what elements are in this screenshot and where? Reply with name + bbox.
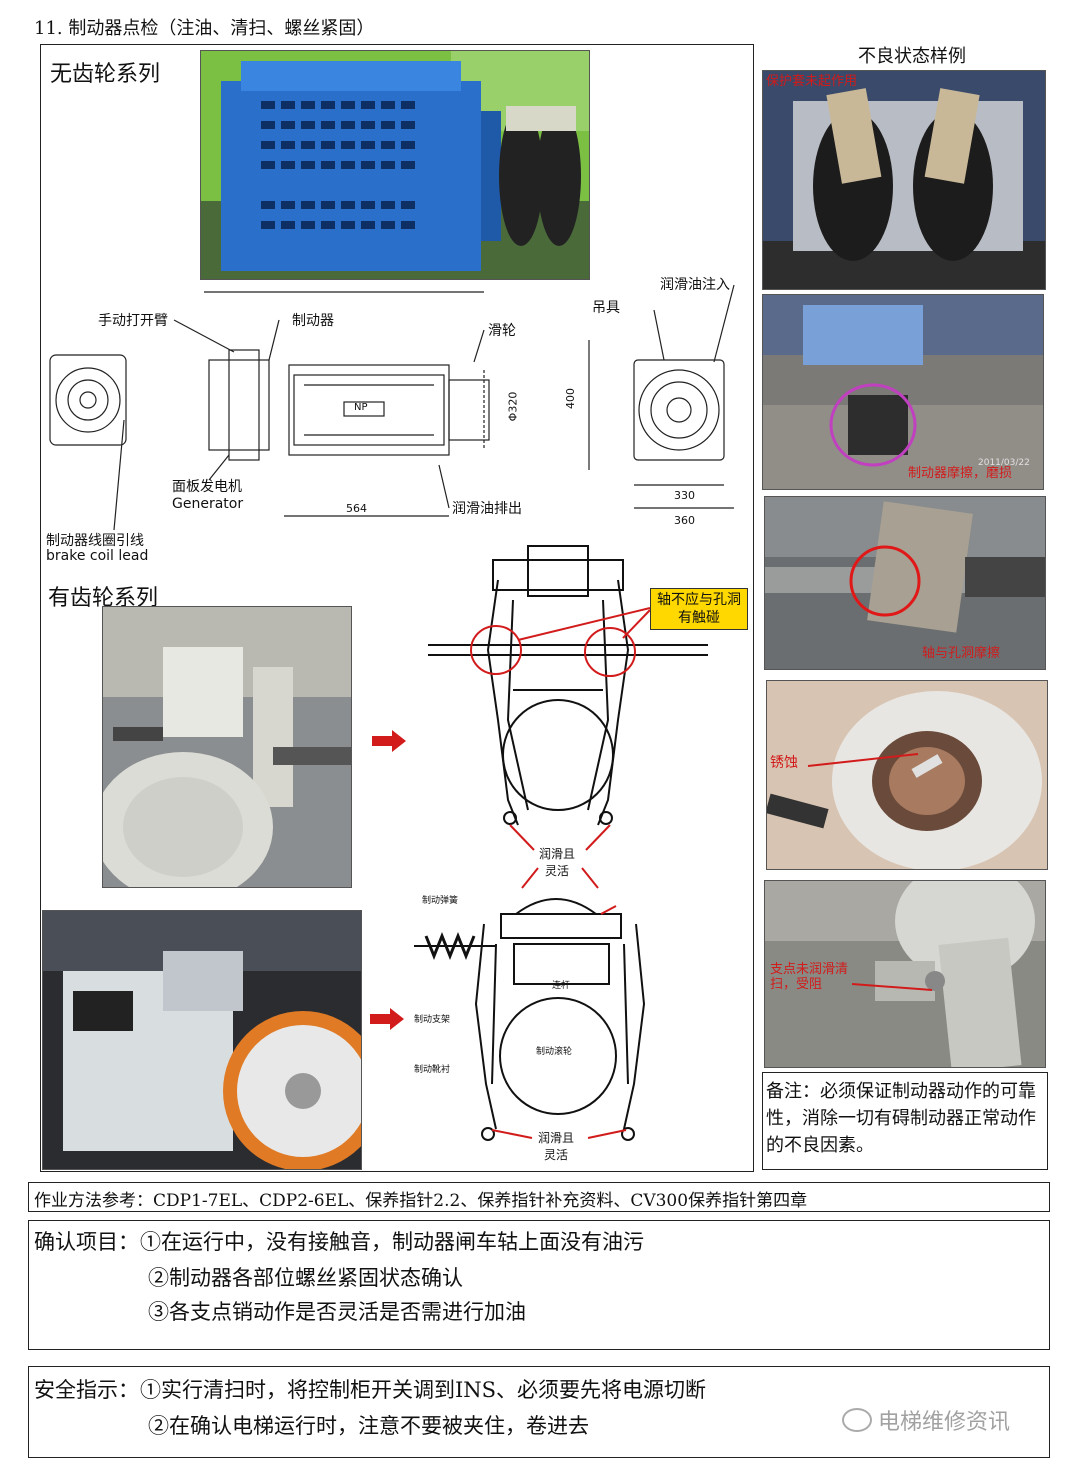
defect-arrow-4	[807, 753, 919, 767]
defect-label-3: 轴与孔洞摩擦	[922, 646, 1001, 661]
defect-photo-2	[762, 294, 1044, 490]
dim-400-label: 400	[564, 388, 577, 409]
confirm-label: 确认项目：	[34, 1230, 139, 1254]
safety-item-1: ①实行清扫时，将控制柜开关调到INS、必须要先将电源切断	[140, 1378, 707, 1402]
np-plate-label: NP	[354, 402, 368, 413]
note-box	[762, 1072, 1048, 1170]
chat-bubble-icon	[842, 1408, 872, 1432]
defect-photo-3	[764, 496, 1046, 670]
confirm-item-3: ③各支点销动作是否灵活是否需进行加油	[148, 1300, 526, 1324]
method-box	[28, 1182, 1050, 1212]
lube-arrows-1	[509, 824, 611, 889]
lube-arrows-2	[491, 1129, 627, 1139]
safety-label: 安全指示：	[34, 1378, 139, 1402]
confirm-box	[28, 1220, 1050, 1350]
coil-lead-en-label: brake coil lead	[46, 548, 149, 564]
defect-examples-heading: 不良状态样例	[858, 46, 966, 67]
gearless-drawing	[49, 284, 735, 530]
method-text: 作业方法参考：CDP1-7EL、CDP2-6EL、保养指针2.2、保养指针补充资…	[34, 1191, 808, 1211]
defect-label-1: 保护套未起作用	[766, 74, 858, 89]
dim-330-label: 330	[674, 489, 695, 502]
main-figure-frame	[40, 44, 754, 1172]
oil-inject-label: 润滑油注入	[660, 277, 730, 293]
shaft-callout: 轴不应与孔洞有触碰	[650, 588, 748, 630]
geared-machine-photo-2	[42, 910, 362, 1170]
coil-lead-cn-label: 制动器线圈引线	[46, 533, 144, 549]
confirm-item-1: ①在运行中，没有接触音，制动器闸车轱上面没有油污	[140, 1230, 644, 1254]
confirm-item-2: ②制动器各部位螺丝紧固状态确认	[148, 1266, 463, 1290]
brake-label: 制动器	[292, 313, 334, 329]
defect-label-2: 制动器摩擦，磨损	[908, 466, 1013, 481]
defect-photo-1	[762, 70, 1046, 290]
rod-label: 连杆	[552, 981, 571, 991]
watermark: 电梯维修资讯	[842, 1404, 1010, 1436]
page-title: 11. 制动器点检（注油、清扫、螺丝紧固）	[34, 18, 375, 39]
gearless-machine-photo	[200, 50, 590, 280]
geared-brake-diagram-bottom	[414, 898, 646, 1141]
manual-arm-label: 手动打开臂	[98, 313, 168, 329]
dim-360-label: 360	[674, 514, 695, 527]
spring-label: 制动弹簧	[422, 896, 459, 906]
arrow-right-icon	[370, 1008, 404, 1030]
dim-564-label: 564	[346, 502, 367, 515]
safety-box	[28, 1366, 1050, 1458]
panel-generator-label: 面板发电机	[172, 479, 242, 495]
safety-item-2: ②在确认电梯运行时，注意不要被夹住，卷进去	[148, 1414, 589, 1438]
geared-brake-diagram-top	[428, 545, 708, 826]
defect-photo-5	[764, 880, 1046, 1068]
lubricate-label-2: 润滑且灵活	[537, 1131, 574, 1162]
lining-label: 制动靴衬	[414, 1065, 451, 1075]
defect-photo-4	[766, 680, 1048, 870]
gearless-heading: 无齿轮系列	[50, 62, 161, 87]
oil-drain-label: 润滑油排出	[452, 501, 522, 517]
generator-en-label: Generator	[172, 496, 244, 512]
defect-arrow-5	[851, 983, 933, 991]
hanger-label: 吊具	[592, 300, 620, 316]
note-text: 备注：必须保证制动器动作的可靠性，消除一切有碍制动器正常动作的不良因素。	[766, 1081, 1036, 1156]
lubricate-label-1: 润滑且灵活	[538, 847, 575, 878]
arrow-right-icon	[372, 730, 406, 752]
watermark-text: 电梯维修资讯	[878, 1410, 1011, 1435]
pulley-label: 滑轮	[488, 323, 516, 339]
defect-date-2: 2011/03/22	[978, 458, 1030, 468]
defect-label-5: 支点未润滑清扫，受阻	[770, 962, 849, 992]
dim-phi320-label: Φ320	[506, 391, 520, 422]
geared-machine-photo-1	[102, 606, 352, 888]
drum-label: 制动滚轮	[536, 1047, 573, 1057]
frame-label: 制动支架	[414, 1015, 451, 1025]
defect-label-4: 锈蚀	[770, 755, 798, 771]
